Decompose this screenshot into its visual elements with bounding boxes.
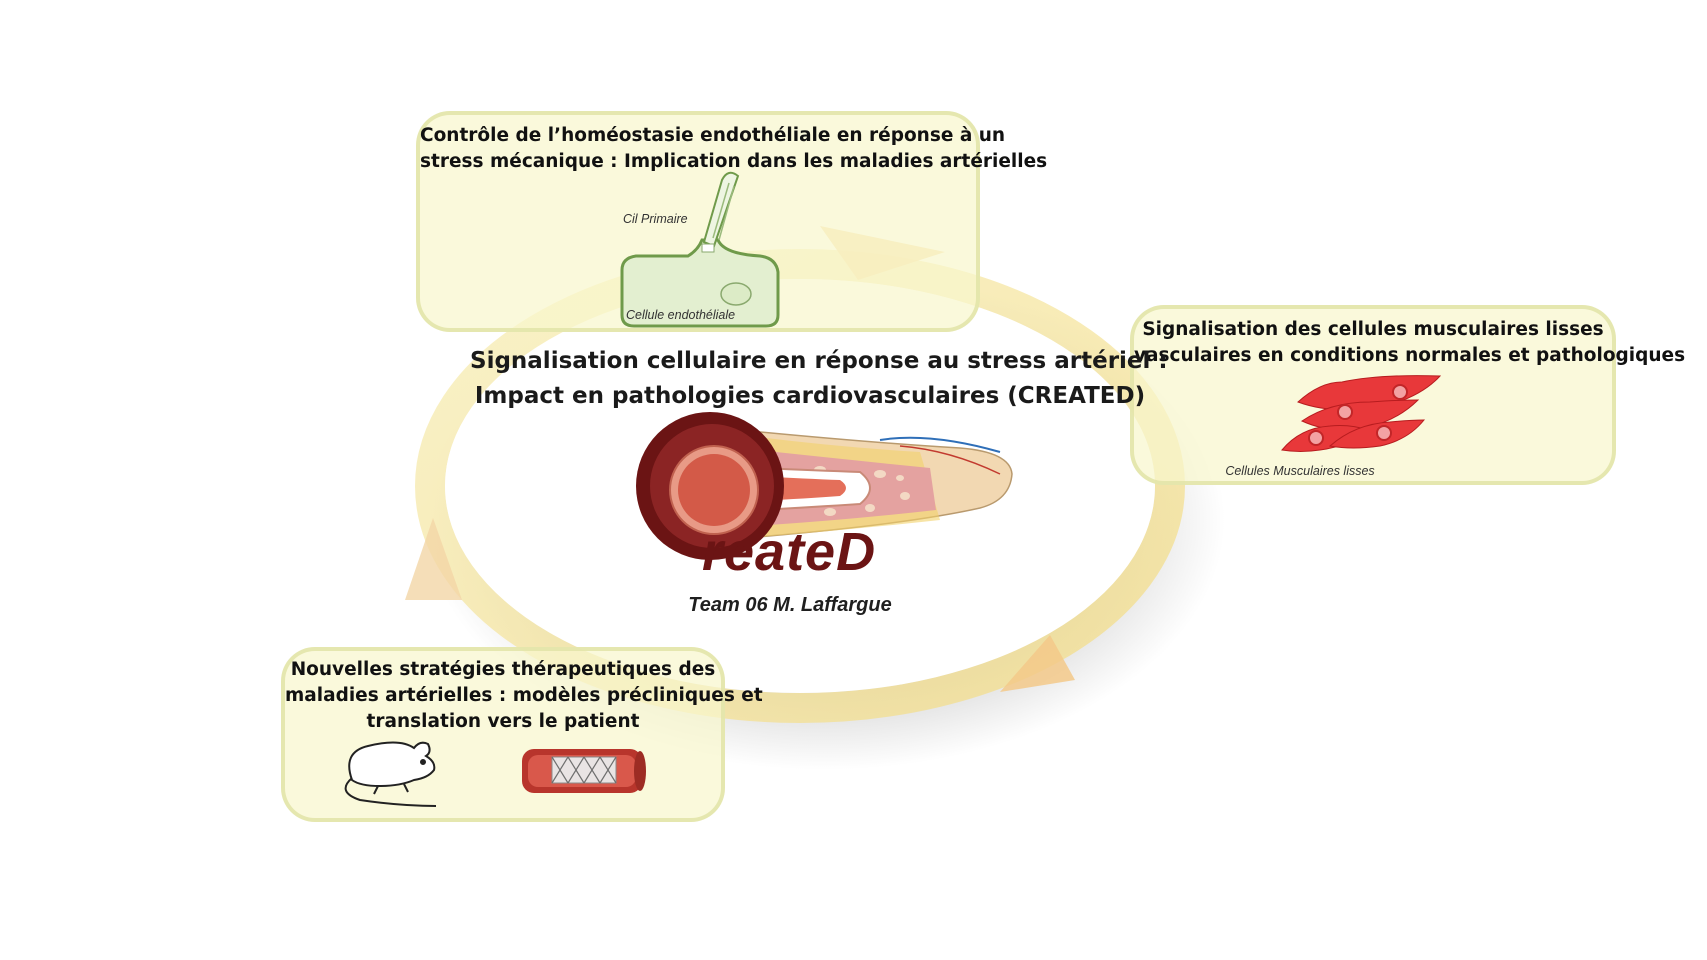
smooth-muscle-caption: Cellules Musculaires lisses [1225,464,1375,478]
main-title-line1: Signalisation cellulaire en réponse au s… [470,348,1168,374]
cycle-arrow-left [405,518,462,600]
therapeutic-title-line3: translation vers le patient [366,711,640,732]
main-title-line2: Impact en pathologies cardiovasculaires … [474,383,1146,409]
smooth-muscle-box: Signalisation des cellules musculaires l… [1130,305,1686,485]
smooth-muscle-nucleus [1392,384,1408,400]
therapeutic-title-line1: Nouvelles stratégies thérapeutiques des [290,659,716,680]
smooth-muscle-box-title: Signalisation des cellules musculaires l… [1134,317,1686,369]
cilium-caption: Cil Primaire [623,212,688,226]
mouse-icon [344,741,437,807]
smooth-muscle-title-line2: vasculaires en conditions normales et pa… [1134,345,1686,366]
endothelial-title-line2: stress mécanique : Implication dans les … [420,151,1048,172]
smooth-muscle-title-line1: Signalisation des cellules musculaires l… [1142,319,1604,340]
endothelial-title-line1: Contrôle de l’homéostasie endothéliale e… [420,125,1006,146]
endothelial-cell-caption: Cellule endothéliale [626,308,736,322]
therapeutic-title-line2: maladies artérielles : modèles précliniq… [285,685,763,706]
endothelial-box-title: Contrôle de l’homéostasie endothéliale e… [420,123,1048,175]
therapeutic-box-title: Nouvelles stratégies thérapeutiques des … [285,657,763,735]
main-title: Signalisation cellulaire en réponse au s… [470,344,1168,414]
therapeutic-box: Nouvelles stratégies thérapeutiques des … [281,647,763,822]
logo-text: reateD [702,522,877,582]
stent-artery-icon [522,749,646,793]
smooth-muscle-nucleus [1308,430,1324,446]
team-label: Team 06 M. Laffargue [688,594,892,616]
endothelial-nucleus [720,282,752,306]
smooth-muscle-nucleus [1376,425,1392,441]
smooth-muscle-nucleus [1337,404,1353,420]
cycle-arrow-right [1000,635,1075,692]
